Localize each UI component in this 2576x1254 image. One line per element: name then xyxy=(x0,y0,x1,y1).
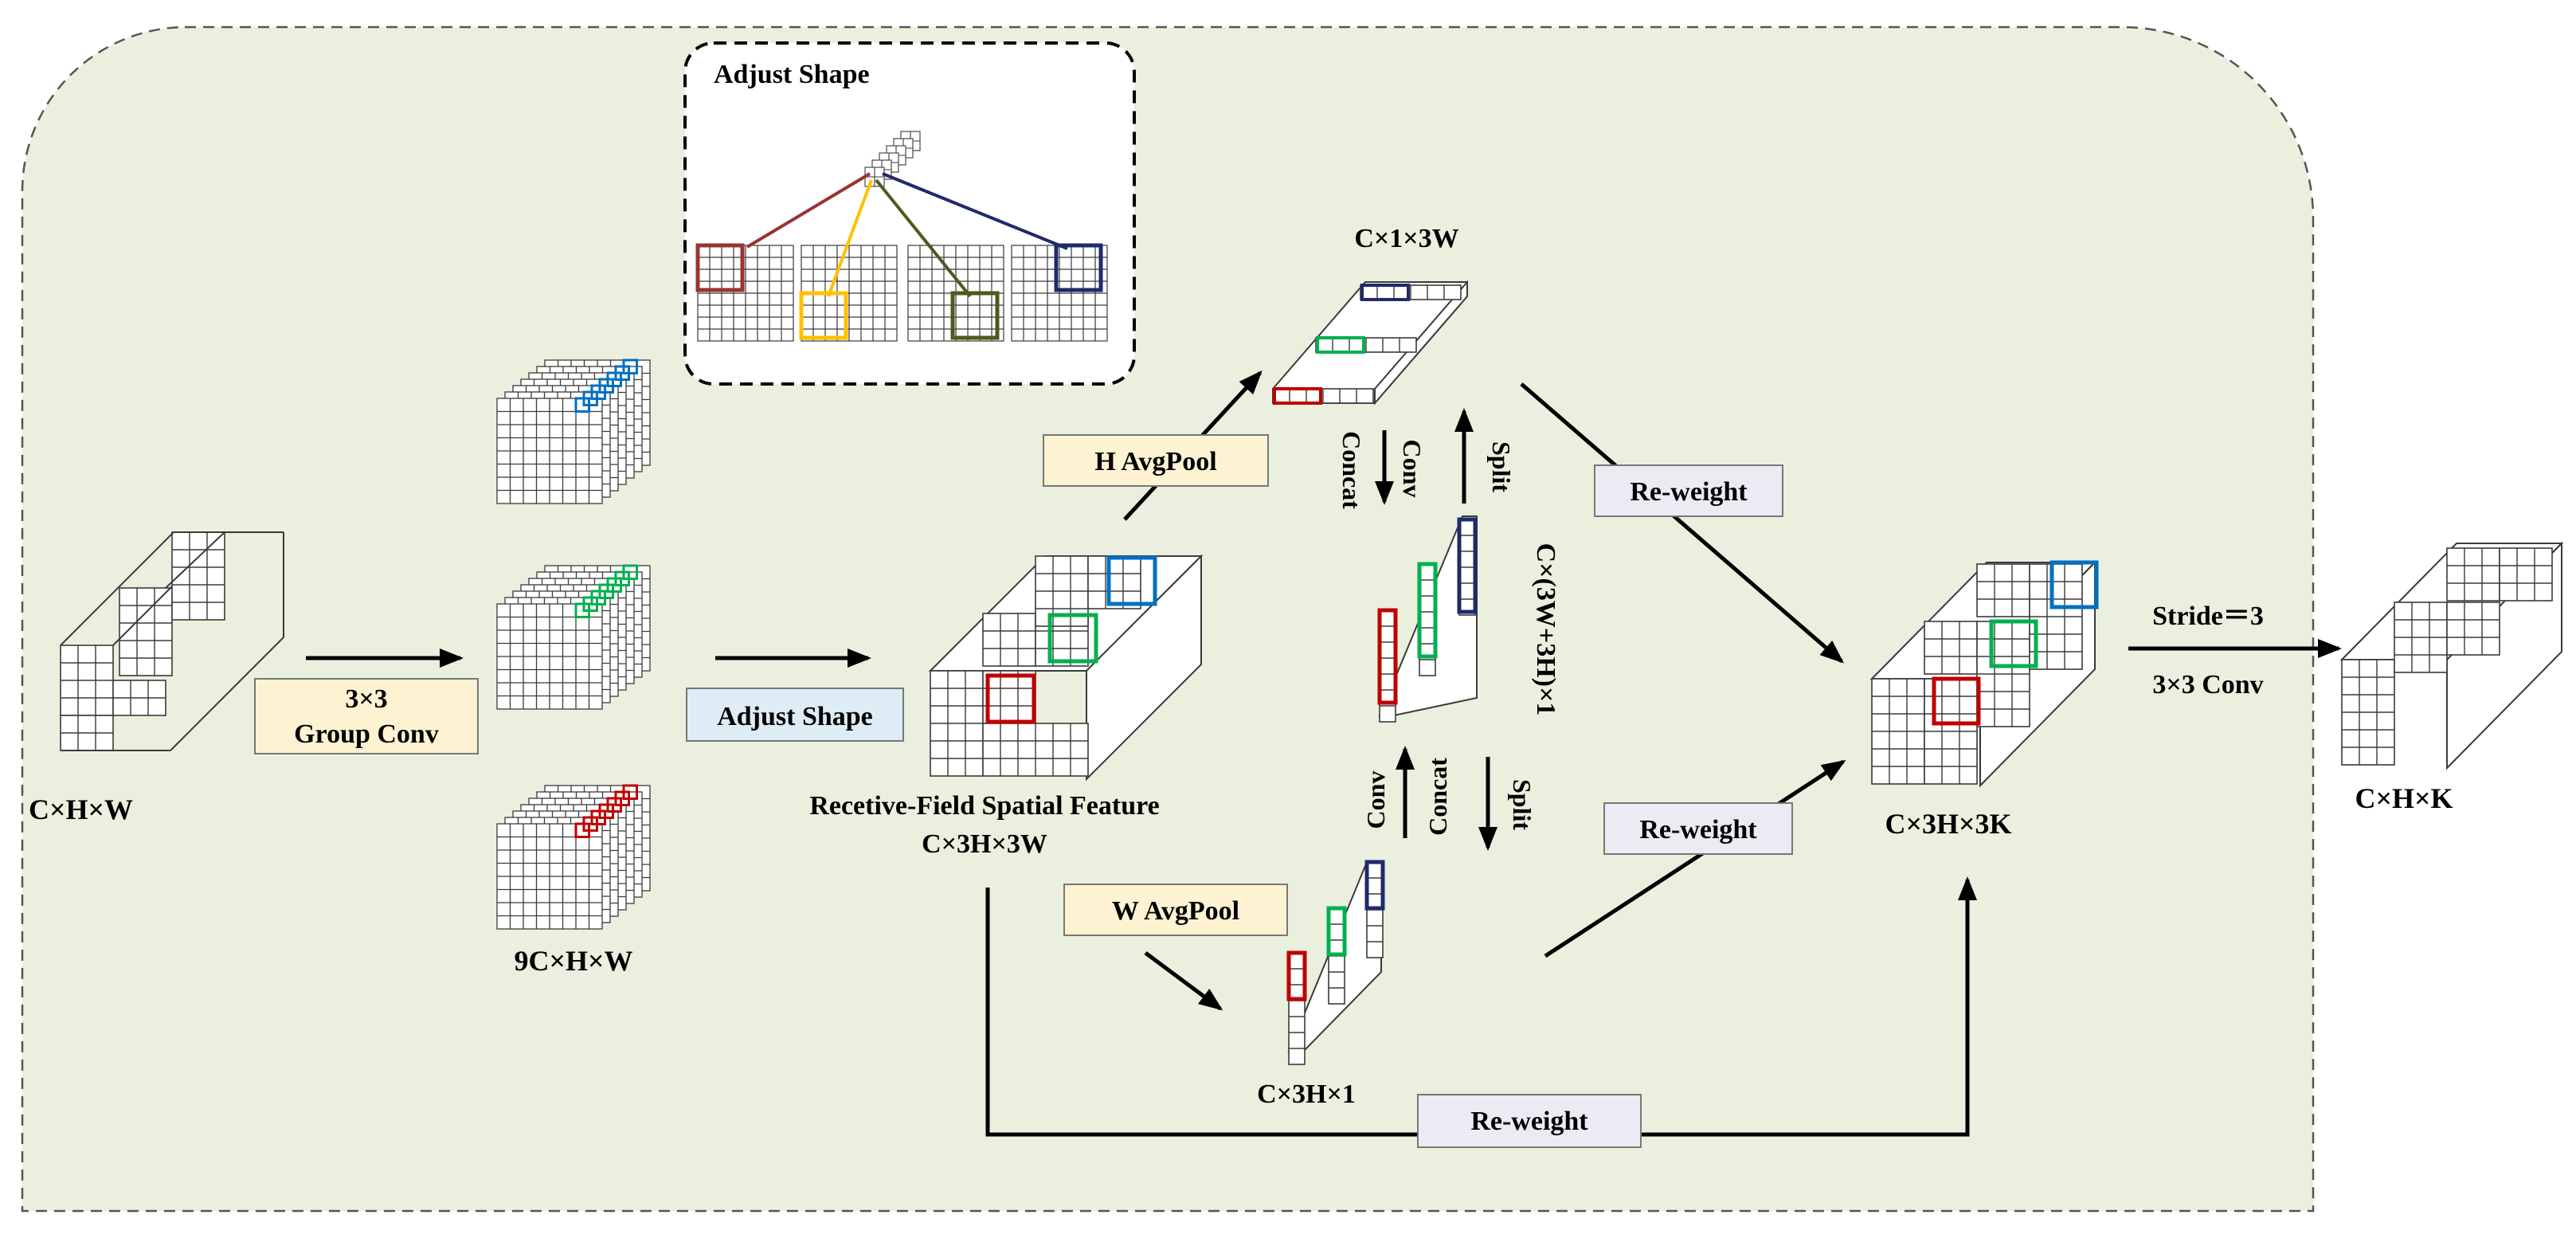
conv-top-label: Conv xyxy=(1398,440,1427,498)
input-feature-block xyxy=(60,531,284,751)
grouped-stack-blue xyxy=(496,359,651,504)
w-pool-column xyxy=(1286,860,1385,1065)
group-conv-line2: Group Conv xyxy=(294,719,439,749)
w-avgpool-label: W AvgPool xyxy=(1112,896,1239,926)
reweight-mid-tag xyxy=(1603,802,1793,855)
reweight-top-label: Re-weight xyxy=(1630,477,1748,507)
inset-title: Adjust Shape xyxy=(714,60,870,89)
adjust-shape-label: Adjust Shape xyxy=(717,702,873,731)
output-dim-label: C×H×K xyxy=(2355,782,2453,814)
h-avgpool-label: H AvgPool xyxy=(1094,447,1216,476)
input-dim-label: C×H×W xyxy=(29,794,133,825)
group-conv-tag xyxy=(254,678,479,754)
labels: Adjust Shape C×H×W 9C×H×W Recetive-Field… xyxy=(29,60,2453,1109)
inset-adjust-shape xyxy=(695,131,1108,342)
split-bottom-label: Split xyxy=(1508,779,1537,830)
concat-dim-label: C×(3W+3H)×1 xyxy=(1531,543,1560,716)
grouped-stack-green xyxy=(496,564,651,710)
w-pool-dim-label: C×3H×1 xyxy=(1257,1080,1356,1109)
reweighted-block xyxy=(1869,560,2099,788)
reweight-bottom-tag xyxy=(1417,1094,1642,1148)
receptive-field-block xyxy=(928,554,1204,782)
arrow-reweight-top xyxy=(1520,382,1845,664)
reweight-mid-label: Re-weight xyxy=(1639,815,1757,844)
grouped-stack-red xyxy=(496,784,651,930)
group-conv-line1: 3×3 xyxy=(345,684,387,714)
h-pool-dim-label: C×1×3W xyxy=(1354,224,1458,253)
reweight-top-tag xyxy=(1594,464,1783,517)
w-avgpool-tag xyxy=(1063,884,1288,936)
concat-bottom-label: Concat xyxy=(1423,758,1452,836)
conv3x3-label: 3×3 Conv xyxy=(2152,670,2263,699)
arrow-w-avgpool xyxy=(1144,950,1223,1011)
rf-dim-label: C×3H×3W xyxy=(922,829,1047,859)
concat-top-label: Concat xyxy=(1337,431,1366,509)
reweighted-dim-label: C×3H×3K xyxy=(1885,808,2011,840)
arrow-reweight-mid xyxy=(1544,759,1846,958)
rf-title: Recetive-Field Spatial Feature xyxy=(809,791,1159,821)
split-top-label: Split xyxy=(1487,441,1516,492)
stride-label: Stride＝3 xyxy=(2152,602,2264,631)
tags: 3×3 Group Conv Adjust Shape H AvgPool W … xyxy=(254,434,1793,1148)
output-block xyxy=(2339,541,2564,770)
concat-vector xyxy=(1377,515,1478,723)
h-avgpool-tag xyxy=(1043,434,1269,487)
conv-bottom-label: Conv xyxy=(1361,771,1390,829)
reweight-bottom-label: Re-weight xyxy=(1470,1107,1588,1136)
h-pool-slab xyxy=(1272,280,1468,406)
grouped-dim-label: 9C×H×W xyxy=(514,945,632,977)
adjust-shape-tag xyxy=(686,688,904,742)
